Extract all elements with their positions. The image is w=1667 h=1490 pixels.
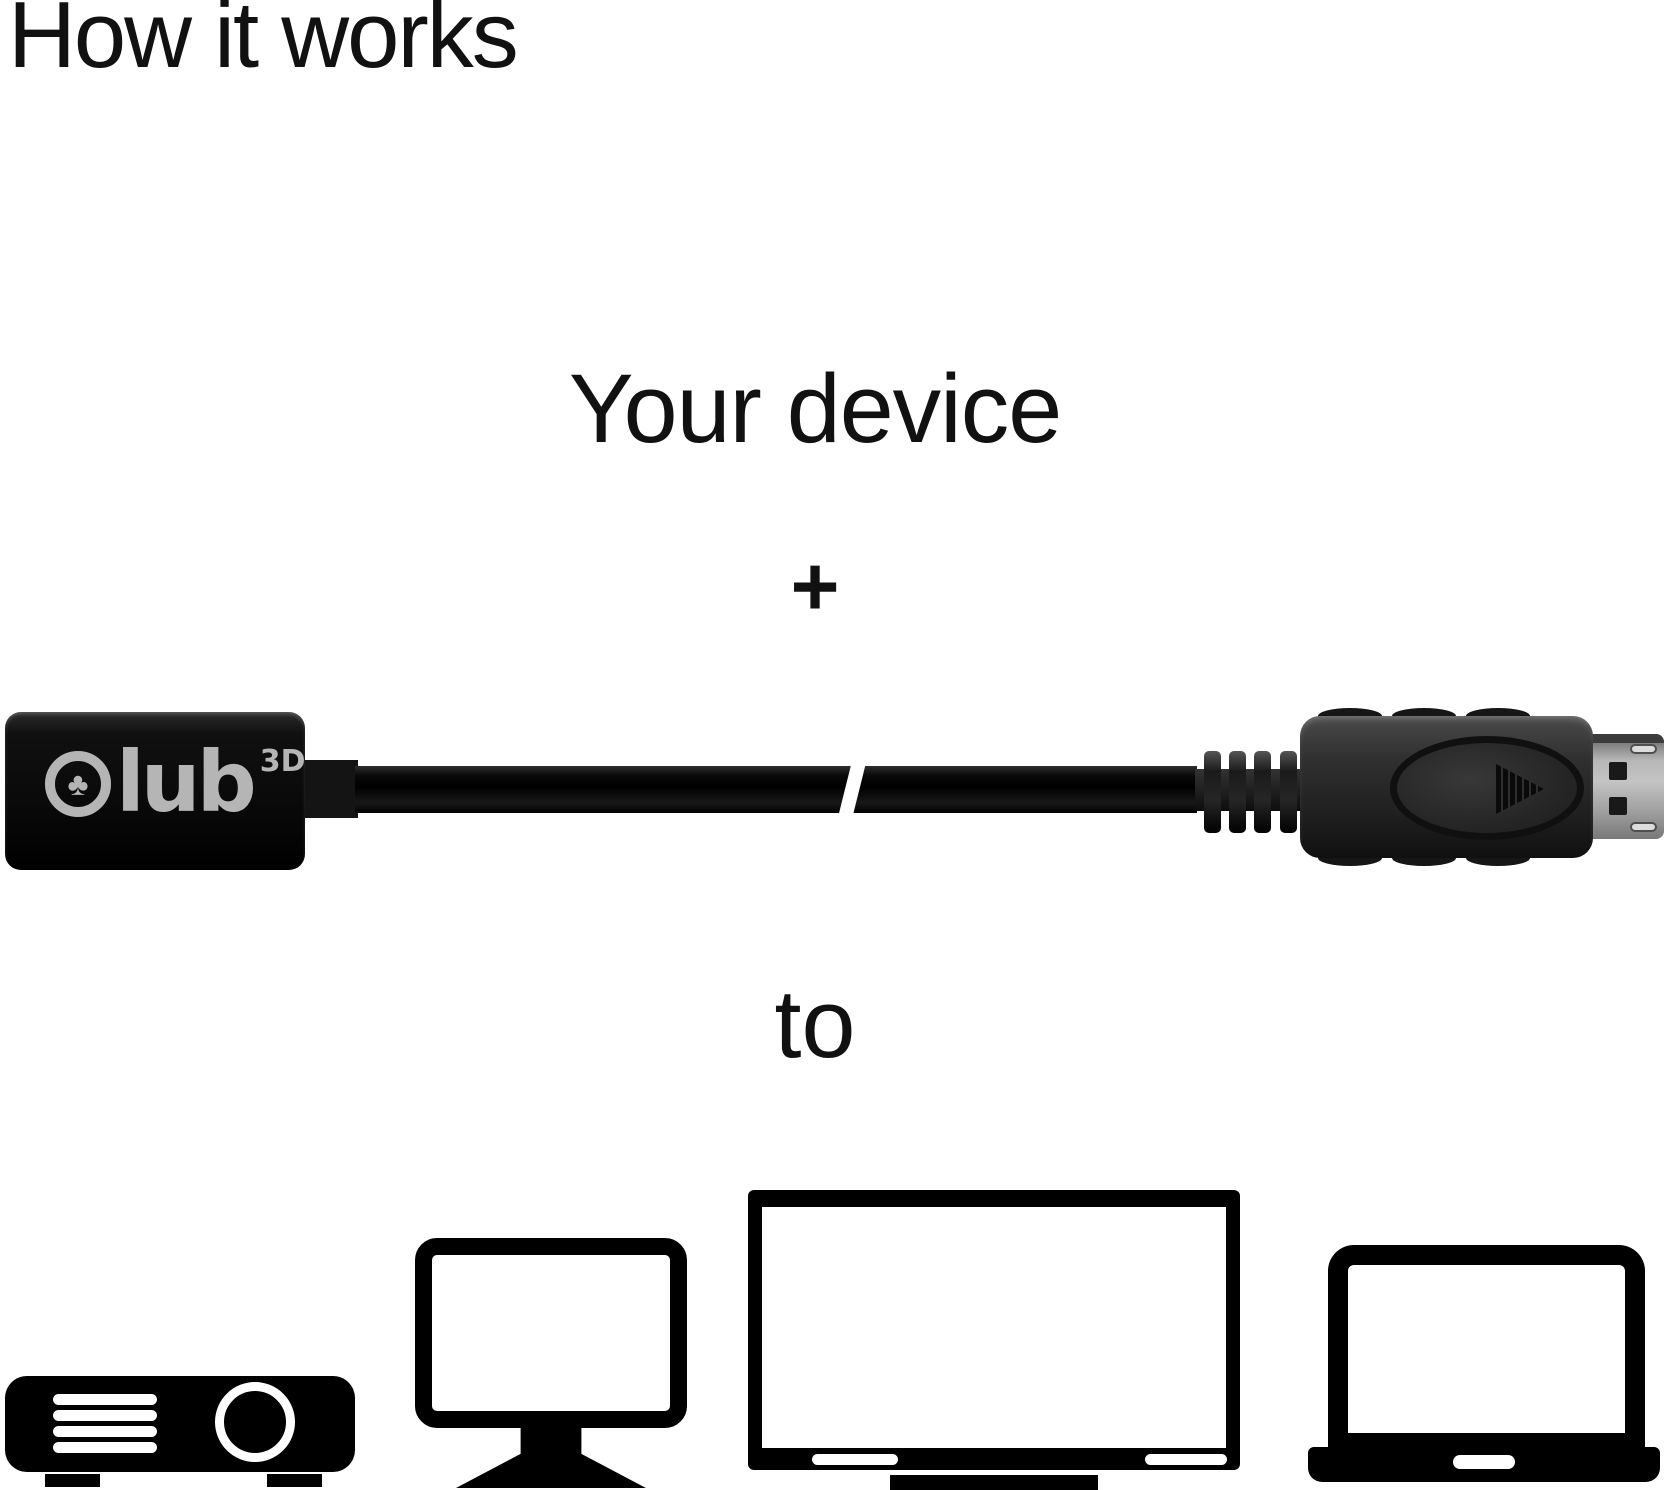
- logo-letters: lub: [116, 733, 257, 831]
- projector-body: [5, 1376, 355, 1472]
- projector-vent: [53, 1442, 157, 1453]
- plus-sign: +: [790, 539, 840, 633]
- club3d-adapter-body: ♣ lub 3D: [5, 712, 306, 870]
- plug-latch-hole: [1609, 797, 1627, 815]
- adapter-neck: [303, 760, 358, 818]
- connector-thumb-indent: [1390, 736, 1584, 840]
- plug-latch-slot: [1630, 822, 1657, 832]
- projector-foot: [45, 1474, 100, 1487]
- plug-latch-hole: [1609, 762, 1627, 780]
- displayport-plug: [1586, 734, 1664, 839]
- cable: [355, 766, 1197, 813]
- your-device-label: Your device: [568, 354, 1062, 463]
- monitor-screen: [415, 1238, 687, 1428]
- laptop-icon: [1308, 1245, 1660, 1482]
- monitor-stand: [456, 1426, 646, 1488]
- projector-vent: [53, 1394, 157, 1405]
- laptop-screen: [1328, 1245, 1645, 1447]
- projector-foot: [267, 1474, 322, 1487]
- laptop-trackpad-notch: [1453, 1455, 1515, 1469]
- tv-pedestal: [890, 1475, 1098, 1490]
- plug-top-edge: [1586, 734, 1664, 743]
- tv-screen: [762, 1207, 1226, 1448]
- logo-superscript: 3D: [259, 744, 306, 779]
- club3d-logo: ♣ lub 3D: [45, 733, 306, 831]
- strain-relief-rib: [1204, 751, 1221, 833]
- projector-vent: [53, 1426, 157, 1437]
- strain-relief-rib: [1254, 751, 1271, 833]
- club-suit-icon: ♣: [45, 750, 111, 817]
- projector-vent: [53, 1410, 157, 1421]
- tv-speaker-dash: [1145, 1454, 1227, 1465]
- plug-latch-slot: [1630, 744, 1657, 754]
- projector-lens: [215, 1382, 295, 1462]
- strain-relief-rib: [1229, 751, 1246, 833]
- to-label: to: [774, 969, 856, 1078]
- strain-relief-rib: [1280, 751, 1297, 833]
- tv-icon: [748, 1190, 1240, 1490]
- monitor-icon: [415, 1238, 687, 1490]
- tv-speaker-dash: [812, 1454, 898, 1465]
- page-title: How it works: [8, 0, 519, 87]
- projector-icon: [5, 1376, 355, 1490]
